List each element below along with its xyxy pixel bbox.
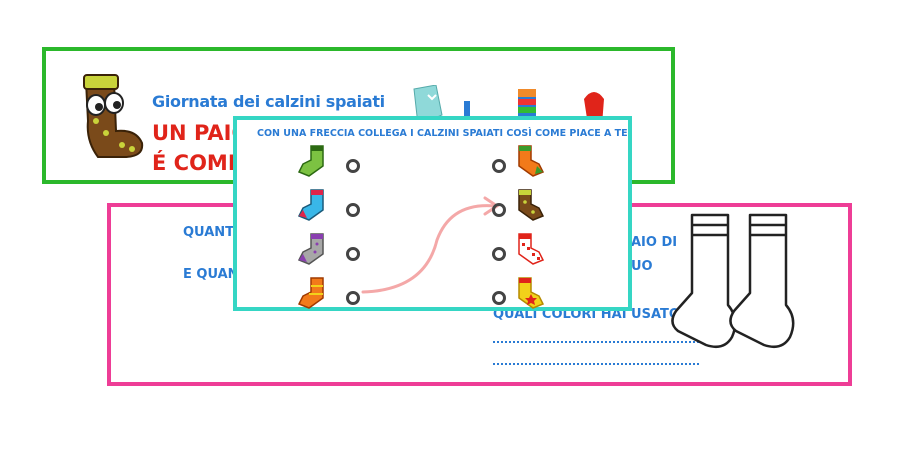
question-1-start: QUANTI (183, 225, 239, 240)
connector-dot-right-4[interactable] (492, 291, 506, 305)
sock-mascot-icon (83, 74, 144, 158)
socks-outline-icon (671, 213, 795, 348)
connector-dot-right-1[interactable] (492, 159, 506, 173)
banner-title: Giornata dei calzini spaiati (152, 92, 385, 111)
sock-orange-right-icon (518, 145, 545, 177)
activity-instruction: CON UNA FRECCIA COLLEGA I CALZINI SPAIAT… (257, 128, 628, 139)
connector-dot-left-1[interactable] (346, 159, 360, 173)
connector-dot-left-3[interactable] (346, 247, 360, 261)
sock-purple-icon (297, 233, 324, 265)
sock-star-icon (518, 277, 545, 309)
connector-dot-right-3[interactable] (492, 247, 506, 261)
connector-dot-right-2[interactable] (492, 203, 506, 217)
sock-blue-icon (297, 189, 324, 221)
question-1-end: AIO DI (631, 235, 678, 250)
connector-dot-left-2[interactable] (346, 203, 360, 217)
sock-brown-icon (518, 189, 545, 221)
activity-card: CON UNA FRECCIA COLLEGA I CALZINI SPAIAT… (233, 116, 632, 311)
sock-orange-icon (297, 277, 324, 309)
answer-line-1[interactable] (493, 341, 699, 343)
sock-green-icon (297, 145, 324, 177)
question-2-start: E QUANT (183, 267, 248, 282)
arrow-connector (361, 196, 500, 294)
connector-dot-left-4[interactable] (346, 291, 360, 305)
question-2-end: UO (631, 259, 653, 274)
sock-red-pattern-icon (518, 233, 545, 265)
answer-line-2[interactable] (493, 363, 699, 365)
